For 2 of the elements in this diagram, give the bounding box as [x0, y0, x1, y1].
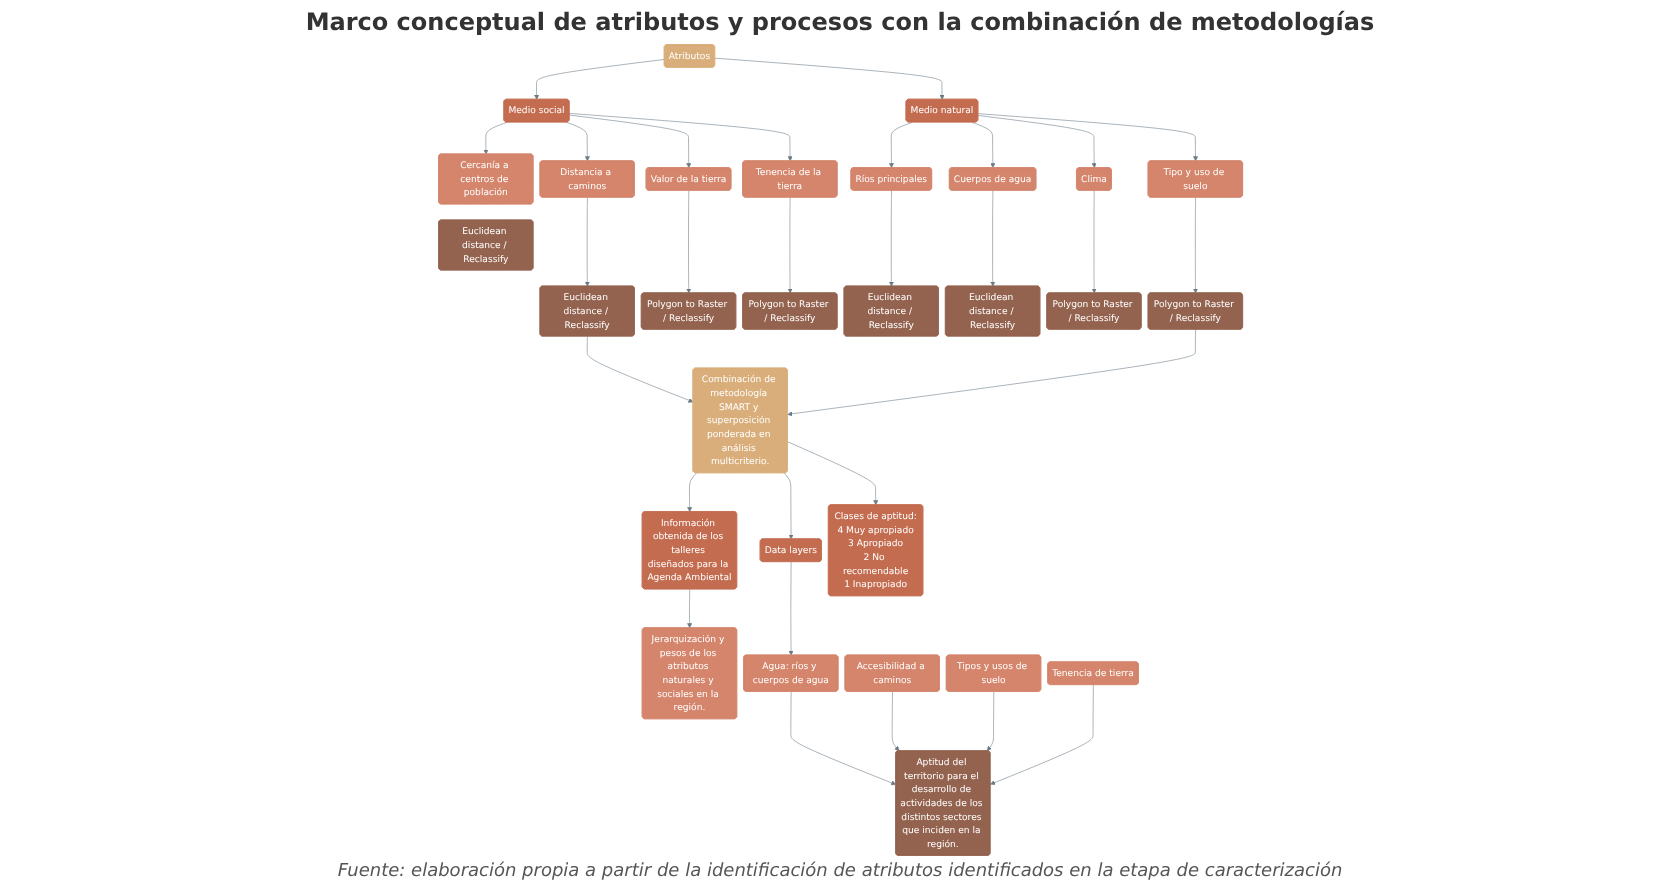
diagram-title: Marco conceptual de atributos y procesos con la combinación de metodologías — [305, 8, 1375, 36]
caption: Fuente: elaboración propia a partir de la identificación de atributos identificados en la etapa de caracterización — [337, 862, 1343, 882]
